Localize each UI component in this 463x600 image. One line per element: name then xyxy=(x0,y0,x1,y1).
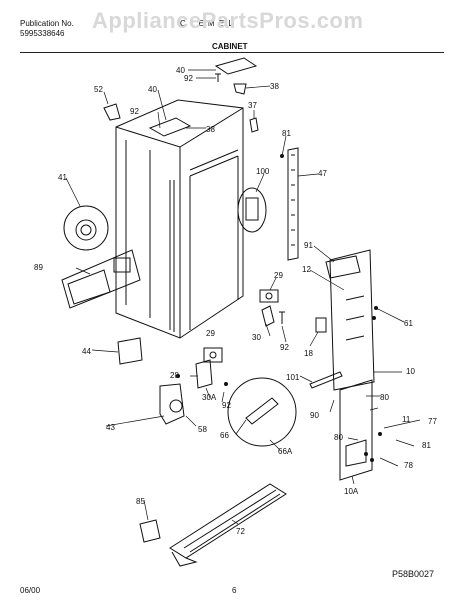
part-92-c xyxy=(279,311,285,324)
label-40: 40 xyxy=(148,85,157,94)
footer-date: 06/00 xyxy=(20,586,41,595)
label-61: 61 xyxy=(404,319,413,328)
part-101 xyxy=(309,371,343,389)
label-92-top: 92 xyxy=(184,74,193,83)
label-10: 10 xyxy=(406,367,415,376)
part-18 xyxy=(315,317,327,333)
header-rule xyxy=(20,52,444,53)
label-91: 91 xyxy=(304,241,313,250)
label-44: 44 xyxy=(82,347,91,356)
lower-panel-10a xyxy=(339,379,373,481)
label-28: 28 xyxy=(170,371,179,380)
label-92-lower: 92 xyxy=(222,401,231,410)
label-92-right: 92 xyxy=(280,343,289,352)
part-30 xyxy=(261,305,275,327)
part-43-leg xyxy=(159,383,185,425)
section-title: CABINET xyxy=(212,42,248,51)
label-89: 89 xyxy=(34,263,43,272)
label-78: 78 xyxy=(404,461,413,470)
strip-47 xyxy=(287,147,299,261)
label-90: 90 xyxy=(310,411,319,420)
part-85 xyxy=(139,519,161,543)
label-80-upper: 80 xyxy=(380,393,389,402)
footer-drawing-code: P58B0027 xyxy=(392,569,435,579)
publication-label: Publication No. xyxy=(20,19,74,28)
part-44 xyxy=(117,337,143,365)
label-38-top: 38 xyxy=(270,82,279,91)
label-81-top: 81 xyxy=(282,129,291,138)
label-40-top: 40 xyxy=(176,66,185,75)
top-hinge-bracket xyxy=(148,117,192,137)
label-38: 38 xyxy=(206,125,215,134)
label-66: 66 xyxy=(220,431,229,440)
label-12: 12 xyxy=(302,265,311,274)
model-code: C L E M E L xyxy=(180,19,234,28)
label-47: 47 xyxy=(318,169,327,178)
label-30a: 30A xyxy=(202,393,217,402)
label-29: 29 xyxy=(206,329,215,338)
label-18: 18 xyxy=(304,349,313,358)
label-10a: 10A xyxy=(344,487,359,496)
label-66a: 66A xyxy=(278,447,293,456)
grille-72 xyxy=(169,483,287,559)
label-81-lower: 81 xyxy=(422,441,431,450)
cabinet-shell xyxy=(115,99,244,339)
hinge-38-top xyxy=(233,83,247,95)
part-29-a xyxy=(259,289,279,303)
label-37: 37 xyxy=(248,101,257,110)
back-panel-10 xyxy=(329,249,375,391)
label-80-lower: 80 xyxy=(334,433,343,442)
detail-circle-100 xyxy=(237,187,267,233)
label-72: 72 xyxy=(236,527,245,536)
label-11: 11 xyxy=(402,415,411,424)
label-101: 101 xyxy=(286,373,300,382)
label-92: 92 xyxy=(130,107,139,116)
label-43: 43 xyxy=(106,423,115,432)
label-41: 41 xyxy=(58,173,67,182)
footer-page: 6 xyxy=(232,586,237,595)
panel-89 xyxy=(61,249,141,309)
publication-number: 5995338646 xyxy=(20,29,65,38)
label-30: 30 xyxy=(252,333,261,342)
label-77: 77 xyxy=(428,417,437,426)
watermark: AppliancePartsPros.com xyxy=(92,8,364,33)
screw-92-top xyxy=(215,73,221,82)
label-29-right: 29 xyxy=(274,271,283,280)
label-52: 52 xyxy=(94,85,103,94)
label-100: 100 xyxy=(256,167,270,176)
label-58: 58 xyxy=(198,425,207,434)
part-30a xyxy=(195,359,213,389)
bracket-52 xyxy=(103,103,121,121)
part-29-b xyxy=(203,347,223,363)
detail-circle-66 xyxy=(227,377,297,447)
detail-circle-41 xyxy=(63,205,109,251)
label-85: 85 xyxy=(136,497,145,506)
clip-37 xyxy=(249,117,259,133)
